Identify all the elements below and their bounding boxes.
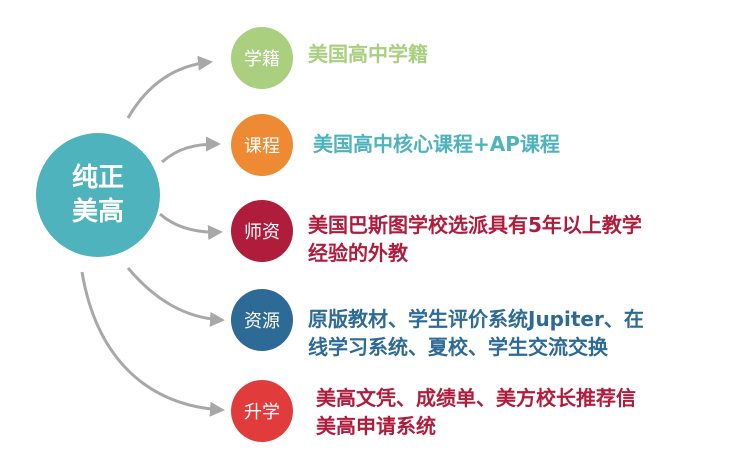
arrow-to-shizi	[159, 212, 223, 240]
label-shengxue-line1: 美高文凭、成绩单、美方校长推荐信	[316, 386, 636, 410]
arrow-to-ziyuan	[126, 267, 225, 327]
arrow-to-shengxue	[80, 271, 225, 417]
label-shizi-line1: 美国巴斯图学校选派具有5年以上教学	[308, 213, 642, 237]
arrow-to-xueji	[126, 55, 213, 119]
node-ziyuan-text: 资源	[244, 311, 280, 332]
node-shengxue-text: 升学	[244, 402, 280, 423]
hub-line1: 纯正	[71, 163, 124, 193]
label-shengxue-line2: 美高申请系统	[316, 414, 436, 438]
node-kecheng: 课程	[231, 114, 293, 176]
label-kecheng: 美国高中核心课程+AP课程	[313, 130, 560, 158]
label-ziyuan-line2: 线学习系统、夏校、学生交流交换	[308, 335, 608, 359]
node-shengxue: 升学	[231, 380, 293, 442]
label-shizi: 美国巴斯图学校选派具有5年以上教学 经验的外教	[308, 211, 642, 267]
node-shizi: 师资	[231, 200, 293, 262]
label-ziyuan: 原版教材、学生评价系统Jupiter、在 线学习系统、夏校、学生交流交换	[308, 305, 644, 361]
label-shizi-line2: 经验的外教	[308, 241, 408, 265]
label-xueji: 美国高中学籍	[308, 40, 428, 68]
label-xueji-line1: 美国高中学籍	[308, 42, 428, 66]
label-ziyuan-line1: 原版教材、学生评价系统Jupiter、在	[308, 307, 644, 331]
label-shengxue: 美高文凭、成绩单、美方校长推荐信 美高申请系统	[316, 384, 636, 440]
node-xueji-text: 学籍	[244, 49, 280, 70]
hub-circle: 纯正 美高	[36, 133, 160, 257]
node-shizi-text: 师资	[244, 222, 280, 243]
node-kecheng-text: 课程	[244, 136, 280, 157]
node-xueji: 学籍	[231, 27, 293, 89]
arrow-to-kecheng	[161, 136, 221, 164]
hub-line2: 美高	[71, 197, 124, 227]
node-ziyuan: 资源	[231, 289, 293, 351]
label-kecheng-line1: 美国高中核心课程+AP课程	[313, 132, 560, 156]
